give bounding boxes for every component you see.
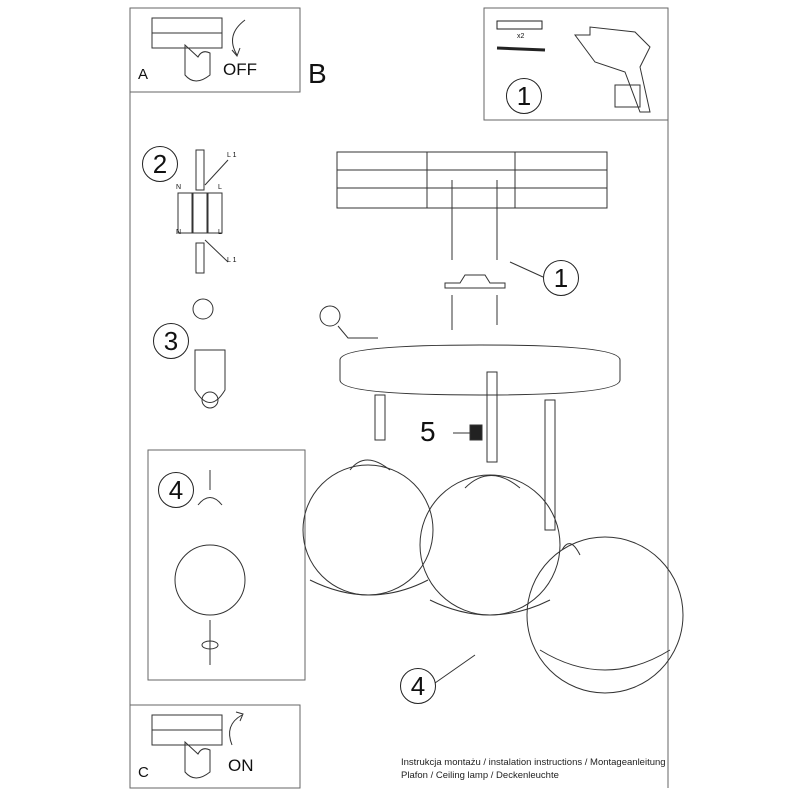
shade-step-badge: 4 xyxy=(400,668,436,704)
frame xyxy=(129,7,669,789)
hand-icon xyxy=(184,43,211,779)
lamp-pendants xyxy=(302,371,684,694)
ceiling-icon xyxy=(336,151,608,209)
off-label: OFF xyxy=(223,60,257,79)
caption-line-1: Instrukcja montażu / instalation instruc… xyxy=(401,757,666,768)
caption-line-2: Plafon / Ceiling lamp / Deckenleuchte xyxy=(401,770,559,781)
on-label: ON xyxy=(228,756,254,775)
fuse-box-icon xyxy=(151,17,223,746)
l1-top-label: L 1 xyxy=(227,152,237,159)
l-top-label: L xyxy=(218,184,222,191)
step-3-badge: 3 xyxy=(153,323,189,359)
n-bottom-label: N xyxy=(176,229,182,236)
bulb-step-label: 5 xyxy=(420,416,436,447)
drill-icon xyxy=(574,26,651,113)
panel-c-letter: C xyxy=(138,764,149,781)
arrow-down-icon xyxy=(231,19,246,57)
wall-plug-icon xyxy=(496,20,546,52)
panel-b-letter: B xyxy=(308,58,327,89)
bracket-step-badge: 1 xyxy=(543,260,579,296)
caption: Instrukcja montażu / instalation instruc… xyxy=(401,756,666,782)
step-1-badge: 1 xyxy=(506,78,542,114)
quantity-label: x2 xyxy=(517,33,525,40)
ground-clip-icon xyxy=(194,349,226,409)
bulb-icon xyxy=(469,424,483,441)
terminal-block-icon xyxy=(177,149,229,274)
panel-a-letter: A xyxy=(138,66,149,83)
shade-assembly-icon xyxy=(174,470,246,665)
n-top-label: N xyxy=(176,184,182,191)
l1-bottom-label: L 1 xyxy=(227,257,237,264)
ground-icon xyxy=(192,298,378,339)
mounting-bracket-icon xyxy=(444,274,506,289)
step-4-badge: 4 xyxy=(158,472,194,508)
canopy-icon xyxy=(339,344,621,396)
l-bottom-label: L xyxy=(218,229,222,236)
screws-icon xyxy=(451,180,498,330)
arrow-up-icon xyxy=(229,711,244,746)
step-2-badge: 2 xyxy=(142,146,178,182)
